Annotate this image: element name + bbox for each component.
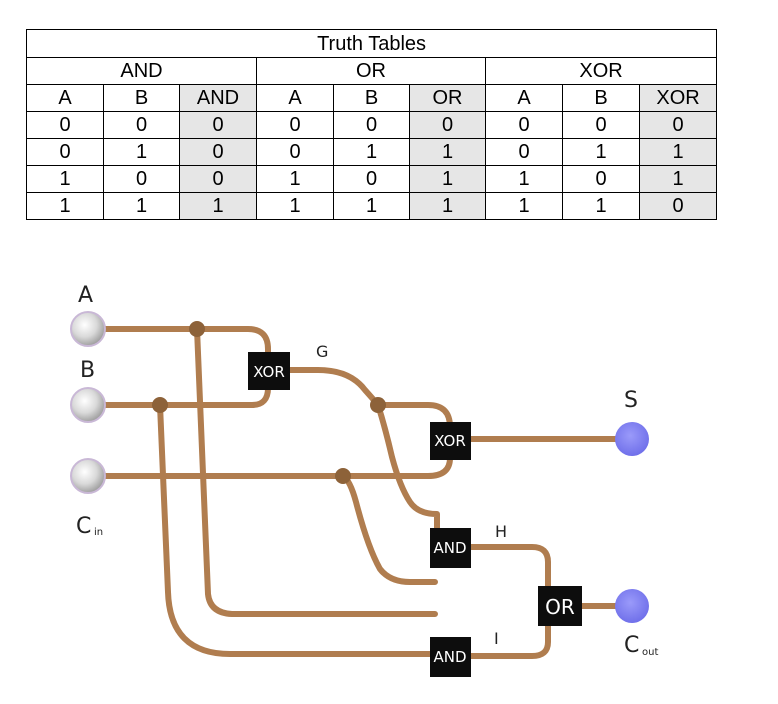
input-a-label: A bbox=[78, 283, 93, 308]
or-gate-label: OR bbox=[545, 595, 575, 619]
wire-g-to-and1 bbox=[375, 402, 440, 539]
input-b-ball bbox=[70, 387, 106, 423]
output-cout-ball bbox=[615, 589, 649, 623]
table-cell: 1 bbox=[562, 138, 640, 166]
column-header: B bbox=[103, 84, 180, 112]
junction-b bbox=[152, 397, 168, 413]
table-cell: 1 bbox=[103, 192, 180, 220]
truth-tables-title: Truth Tables bbox=[25, 29, 718, 58]
column-header: B bbox=[562, 84, 640, 112]
table-cell: 0 bbox=[179, 111, 257, 139]
column-header: OR bbox=[409, 84, 486, 112]
table-cell: 1 bbox=[333, 138, 410, 166]
wire-cin-branch bbox=[340, 473, 438, 585]
input-cin-label: C bbox=[76, 514, 91, 539]
node-i-label: I bbox=[494, 629, 499, 648]
junction-cin bbox=[335, 468, 351, 484]
table-row: 0 0 0 0 0 0 0 0 0 bbox=[26, 111, 718, 139]
truth-tables: Truth Tables AND OR XOR A B AND A B OR A… bbox=[25, 29, 718, 220]
table-cell: 1 bbox=[485, 165, 563, 193]
input-cin-subscript: in bbox=[94, 527, 103, 538]
wire-cin bbox=[85, 455, 453, 479]
and-gate-1-label: AND bbox=[433, 539, 466, 557]
table-cell: 0 bbox=[333, 111, 410, 139]
output-cout-label: C bbox=[624, 633, 639, 658]
and-table-title: AND bbox=[26, 57, 257, 85]
column-header: A bbox=[26, 84, 104, 112]
wire-g bbox=[286, 367, 381, 408]
table-row: 1 0 0 1 0 1 1 0 1 bbox=[26, 165, 718, 193]
xor-gate-1-label: XOR bbox=[253, 363, 285, 381]
table-cell: 0 bbox=[562, 165, 640, 193]
table-cell: 1 bbox=[485, 192, 563, 220]
table-cell: 0 bbox=[26, 138, 104, 166]
table-row: 0 1 0 0 1 1 0 1 1 bbox=[26, 138, 718, 166]
table-cell: 1 bbox=[256, 192, 334, 220]
junction-a bbox=[189, 321, 205, 337]
and-gate-2-label: AND bbox=[433, 648, 466, 666]
table-cell: 0 bbox=[179, 138, 257, 166]
wires bbox=[85, 326, 633, 659]
xor-gate-2: XOR bbox=[430, 422, 471, 460]
table-cell: 1 bbox=[256, 165, 334, 193]
node-g-label: G bbox=[316, 342, 328, 361]
column-header: A bbox=[256, 84, 334, 112]
table-cell: 1 bbox=[26, 192, 104, 220]
table-cell: 0 bbox=[103, 111, 180, 139]
table-cell: 1 bbox=[638, 165, 718, 193]
table-cell: 0 bbox=[485, 138, 563, 166]
table-cell: 0 bbox=[256, 111, 334, 139]
input-cin-ball bbox=[70, 458, 106, 494]
wire-a-branch bbox=[194, 326, 438, 617]
table-cell: 0 bbox=[103, 165, 180, 193]
output-cout-subscript: out bbox=[642, 647, 658, 658]
wire-i bbox=[467, 621, 551, 659]
table-cell: 0 bbox=[256, 138, 334, 166]
table-cell: 0 bbox=[409, 111, 486, 139]
table-cell: 1 bbox=[638, 138, 718, 166]
output-s-ball bbox=[615, 422, 649, 456]
wire-b-branch bbox=[157, 402, 438, 657]
table-cell: 0 bbox=[485, 111, 563, 139]
table-cell: 1 bbox=[562, 192, 640, 220]
table-cell: 0 bbox=[638, 111, 718, 139]
table-cell: 1 bbox=[26, 165, 104, 193]
input-a-ball bbox=[70, 311, 106, 347]
column-header: XOR bbox=[638, 84, 718, 112]
column-header: A bbox=[485, 84, 563, 112]
table-cell: 0 bbox=[333, 165, 410, 193]
wire-b bbox=[85, 379, 271, 408]
column-header: B bbox=[333, 84, 410, 112]
full-adder-circuit: XOR XOR AND AND OR A B C in S C out G H … bbox=[70, 283, 658, 677]
table-cell: 1 bbox=[409, 165, 486, 193]
or-table-title: OR bbox=[256, 57, 486, 85]
node-h-label: H bbox=[495, 522, 507, 541]
and-gate-1: AND bbox=[430, 528, 471, 568]
or-gate: OR bbox=[538, 586, 582, 626]
and-gate-2: AND bbox=[430, 637, 471, 677]
table-cell: 0 bbox=[179, 165, 257, 193]
output-s-label: S bbox=[624, 388, 638, 413]
table-cell: 1 bbox=[409, 138, 486, 166]
table-cell: 1 bbox=[409, 192, 486, 220]
xor-table-title: XOR bbox=[484, 57, 718, 85]
table-cell: 0 bbox=[562, 111, 640, 139]
input-b-label: B bbox=[80, 358, 95, 383]
table-cell: 1 bbox=[179, 192, 257, 220]
wire-a bbox=[85, 326, 271, 363]
table-cell: 0 bbox=[26, 111, 104, 139]
junction-g bbox=[370, 397, 386, 413]
table-row: 1 1 1 1 1 1 1 1 0 bbox=[26, 192, 718, 220]
table-cell: 1 bbox=[333, 192, 410, 220]
xor-gate-2-label: XOR bbox=[434, 432, 466, 450]
table-cell: 1 bbox=[103, 138, 180, 166]
column-header: AND bbox=[179, 84, 257, 112]
xor-gate-1: XOR bbox=[248, 352, 290, 390]
table-cell: 0 bbox=[638, 192, 718, 220]
wire-h bbox=[467, 544, 551, 597]
